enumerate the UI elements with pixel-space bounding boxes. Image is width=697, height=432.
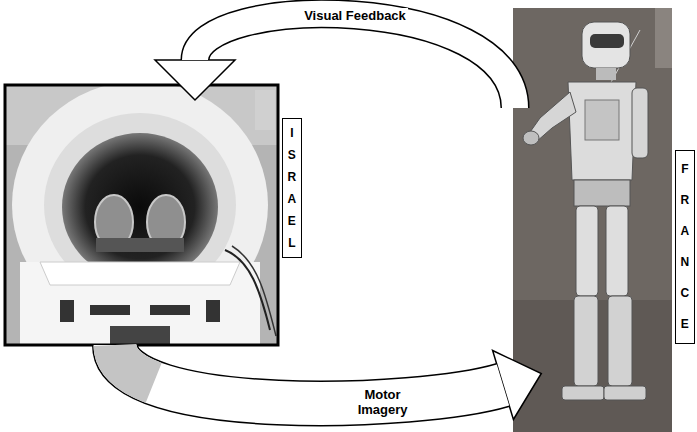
arrow-label: Motor Imagery xyxy=(351,387,415,417)
country-label-box: ISRAEL xyxy=(282,118,302,258)
arrow-shade xyxy=(115,345,154,383)
arrow-outline xyxy=(115,345,503,403)
arrow-label: Visual Feedback xyxy=(302,8,408,23)
country-label: ISRAEL xyxy=(287,122,297,254)
photo-panel: FRANCE xyxy=(513,8,697,432)
photo-panel: ISRAEL xyxy=(5,85,302,345)
arrow-head xyxy=(155,60,235,100)
arrow-body xyxy=(195,14,515,108)
robot-photo xyxy=(513,8,672,432)
country-label-box: FRANCE xyxy=(675,150,695,344)
country-label: FRANCE xyxy=(680,154,690,340)
arrow-body xyxy=(115,345,503,403)
hollow-arrow xyxy=(155,14,515,108)
mri-photo xyxy=(5,81,278,345)
hollow-arrow xyxy=(115,345,541,420)
arrow-outline xyxy=(195,14,515,108)
